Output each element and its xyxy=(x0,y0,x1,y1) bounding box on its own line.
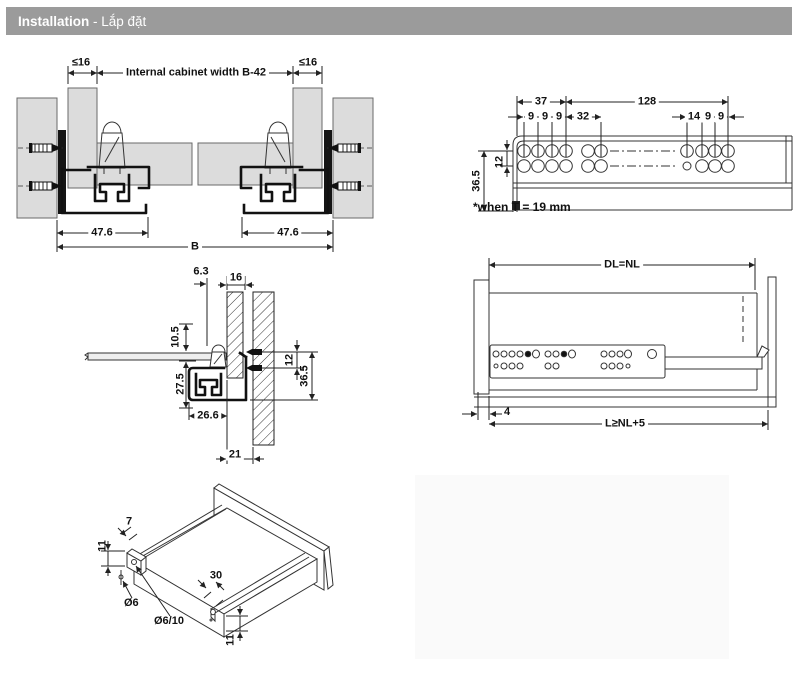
placeholder-panel xyxy=(415,475,729,659)
dim-internal-width: Internal cabinet width B-42 xyxy=(123,67,269,79)
dim-11: 11 xyxy=(224,634,237,646)
section-header-bar: Installation - Lắp đặt xyxy=(6,7,792,35)
front-cross-section-drawing xyxy=(16,66,373,252)
drawer-side-panel xyxy=(226,291,244,379)
dim-9: 9 xyxy=(714,111,728,123)
runner-assembly-mirrored xyxy=(198,88,373,218)
dim-gap-right: ≤16 xyxy=(298,56,318,69)
dim-overall-width: B xyxy=(188,241,202,253)
dim-9: 9 xyxy=(538,111,552,123)
dim-runner-right: 47.6 xyxy=(274,227,302,239)
side-cross-section-drawing xyxy=(84,276,318,464)
dim-9: 9 xyxy=(701,111,715,123)
runner-profile xyxy=(60,165,151,215)
dim-drawer-length: DL=NL xyxy=(601,259,643,271)
dim-dia6-10: Ø6/10 xyxy=(154,615,184,627)
runner-side-view-drawing xyxy=(462,258,777,430)
side-panel-edge xyxy=(210,552,310,614)
dim-gap-left: ≤16 xyxy=(71,56,91,69)
dim-32: 32 xyxy=(573,111,593,123)
dim-7: 7 xyxy=(125,515,133,528)
dim-9: 9 xyxy=(552,111,566,123)
dim-runner-length: L≥NL+5 xyxy=(602,418,648,430)
dim-30: 30 xyxy=(209,569,223,582)
drawer-front-panel xyxy=(473,279,490,395)
dim-21: 21 xyxy=(225,449,245,461)
runner-block xyxy=(489,344,666,379)
dim-128: 128 xyxy=(634,96,660,108)
dim-front-gap: 4 xyxy=(504,406,511,418)
cabinet-back-panel xyxy=(767,276,777,408)
runner-profile xyxy=(187,351,248,402)
dim-26-6: 26.6 xyxy=(194,410,222,422)
dim-36-5: 36.5 xyxy=(298,365,311,387)
dim-12: 12 xyxy=(493,155,506,169)
dim-36-5: 36.5 xyxy=(470,170,483,192)
dim-11: 11 xyxy=(96,540,109,552)
thickness-note: *when T = 19 mm xyxy=(473,200,571,214)
drilling-pattern-drawing xyxy=(478,96,793,212)
runner-rail xyxy=(664,356,763,370)
dim-runner-left: 47.6 xyxy=(88,227,116,239)
dim-9: 9 xyxy=(524,111,538,123)
screw-icon xyxy=(246,348,262,372)
dim-14: 14 xyxy=(684,111,704,123)
drawer-iso-drawing xyxy=(101,483,334,641)
locking-clip xyxy=(102,121,122,134)
dim-10-5: 10.5 xyxy=(169,326,182,348)
section-title-translation: - Lắp đặt xyxy=(89,13,147,29)
drill-hole xyxy=(210,608,216,616)
drawer-bottom-panel xyxy=(87,352,227,361)
dim-27-5: 27.5 xyxy=(174,373,187,395)
dim-dia6: Ø6 xyxy=(124,597,139,609)
runner-holes xyxy=(492,349,657,370)
drill-hole xyxy=(131,559,137,565)
section-title: Installation xyxy=(18,13,90,29)
dim-37: 37 xyxy=(531,96,551,108)
dim-16: 16 xyxy=(226,272,246,284)
dim-12: 12 xyxy=(283,353,296,367)
rear-hook xyxy=(756,345,770,358)
dim-6-3: 6.3 xyxy=(193,265,209,278)
